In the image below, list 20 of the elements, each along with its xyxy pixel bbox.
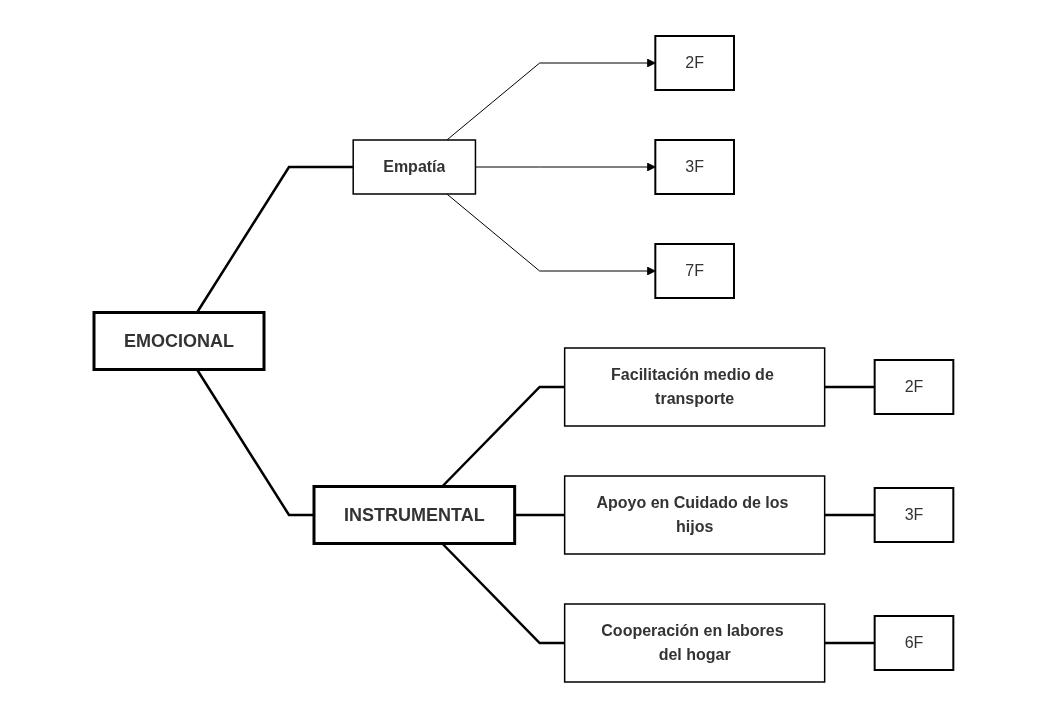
connector [824, 641, 875, 644]
connector [441, 385, 565, 487]
node-box: EMOCIONAL [92, 310, 266, 371]
node-box: 3F [654, 138, 735, 195]
node-box: 2F [654, 34, 735, 91]
node-box: 2F [873, 358, 955, 415]
node-box: 7F [654, 242, 735, 299]
node-box: Facilitación medio de transporte [563, 346, 826, 427]
node-box: 6F [873, 614, 955, 671]
arrow [446, 58, 656, 140]
node-box: INSTRUMENTAL [312, 484, 516, 545]
connector [824, 385, 875, 388]
connector [514, 513, 565, 516]
connector [195, 165, 354, 313]
arrow [446, 193, 656, 275]
node-box: Cooperación en labores del hogar [563, 602, 826, 683]
node-box: Empatía [352, 138, 477, 195]
node-box: Apoyo en Cuidado de los hijos [563, 474, 826, 555]
connector [824, 513, 875, 516]
node-box: 3F [873, 486, 955, 543]
